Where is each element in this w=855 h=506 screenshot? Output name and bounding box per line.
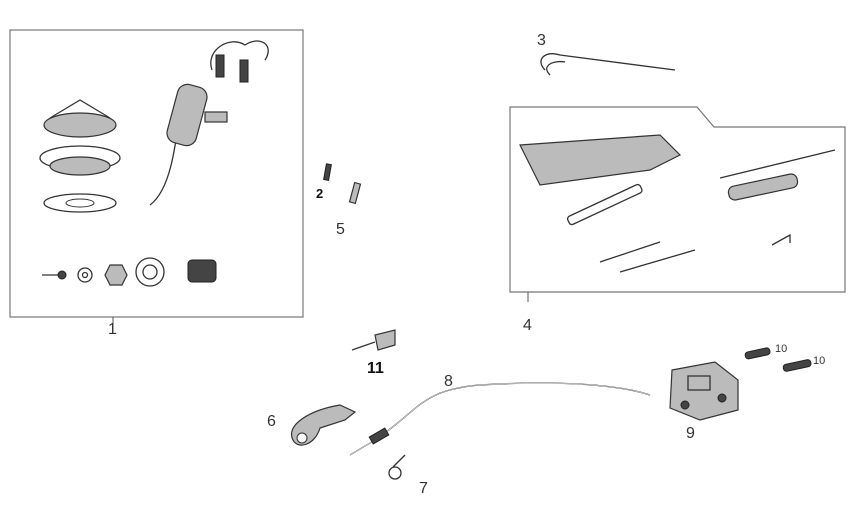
strap-part-3 [540,53,676,76]
screw-part-10b [782,359,812,372]
tool-bag [519,134,682,186]
clip-part-7 [388,454,406,480]
latch-part-11 [351,329,396,351]
callout-1: 1 [108,321,117,338]
lock-mechanism-part-9 [669,361,739,421]
callout-10a: 10 [775,343,787,355]
hardware-row [42,257,217,287]
callout-8: 8 [444,373,453,390]
part-group-4-tool-kit [509,106,846,302]
cable-part-8 [349,382,651,456]
ignition-switch-part [149,40,269,206]
bolt-part-2 [323,163,332,181]
screw-part-10a [744,347,771,360]
group-box-4 [509,106,846,293]
callout-10b: 10 [813,355,825,367]
callout-2: 2 [316,186,323,201]
fuel-cap-part [39,99,121,213]
group-box-1 [9,29,304,318]
callout-7: 7 [419,480,428,497]
callout-5: 5 [336,221,345,238]
bolt-part-5 [348,181,362,205]
part-group-1-ignition-set [9,29,304,324]
hook-part-6 [290,404,357,446]
callout-4: 4 [523,317,532,334]
callout-3: 3 [537,32,546,49]
callout-11: 11 [367,360,384,377]
callout-9: 9 [686,425,695,442]
callout-6: 6 [267,413,276,430]
